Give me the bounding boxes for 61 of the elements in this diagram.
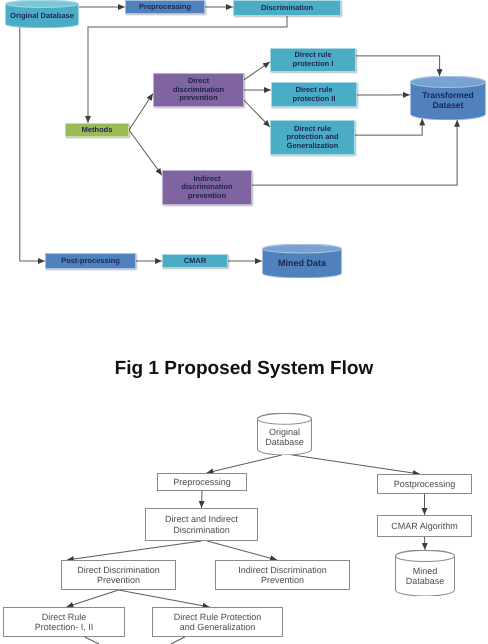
database-cylinder: [395, 550, 455, 596]
arrow: [85, 16, 288, 124]
arrow: [244, 100, 270, 128]
connector-line: [84, 636, 100, 644]
step-label: Transformed Dataset: [421, 91, 475, 111]
arrow: [78, 4, 126, 10]
step-label: Direct Rule Protection and Generalization: [172, 612, 262, 632]
database-cylinder: [257, 413, 312, 455]
database-cylinder: [410, 76, 486, 120]
process-box: [271, 82, 357, 107]
arrow: [128, 92, 154, 130]
arrow: [228, 258, 262, 264]
arrow: [118, 590, 210, 609]
arrow: [206, 540, 278, 562]
step-label: Indirect Discrimination Prevention: [237, 564, 328, 586]
arrow: [136, 258, 162, 264]
arrow: [356, 55, 443, 77]
arrow: [422, 536, 428, 550]
arrow: [244, 61, 270, 80]
connector-line: [170, 636, 186, 644]
process-box: [157, 473, 247, 491]
step-label: Preprocessing: [173, 476, 231, 488]
process-box: [215, 560, 350, 590]
step-label: Direct and Indirect Discrimination: [164, 514, 240, 535]
figure-caption: Fig 1 Proposed System Flow: [114, 358, 374, 380]
process-box: [270, 120, 355, 155]
step-label: CMAR Algorithm: [391, 520, 458, 532]
step-label: Original Database: [264, 426, 305, 448]
process-box: [153, 73, 244, 107]
process-box: [162, 254, 228, 268]
database-cylinder: [262, 244, 342, 278]
process-box: [3, 607, 125, 637]
process-box: [125, 0, 205, 14]
process-box: [377, 515, 472, 537]
arrow: [66, 590, 119, 608]
arrow: [252, 119, 460, 186]
arrow: [198, 490, 205, 508]
arrow: [66, 540, 202, 562]
arrow: [244, 87, 272, 93]
process-box: [152, 607, 283, 637]
arrow: [354, 118, 426, 136]
step-label: Postprocessing: [394, 478, 456, 490]
step-label: Mined Data: [278, 258, 326, 269]
step-label: Direct Rule Protection- I, II: [34, 612, 94, 632]
process-box: [162, 170, 252, 205]
process-box: [45, 253, 136, 269]
step-label: Mined Database: [404, 566, 446, 586]
process-box: [61, 560, 176, 590]
arrow: [19, 26, 46, 264]
process-box: [145, 508, 258, 541]
arrow: [422, 494, 428, 516]
arrow: [356, 92, 410, 98]
process-box: [65, 123, 129, 137]
process-box: [233, 0, 341, 16]
arrow: [206, 454, 282, 474]
process-box: [377, 474, 472, 494]
arrow: [204, 4, 234, 10]
database-cylinder: [5, 0, 79, 28]
step-label: Direct Discrimination Prevention: [76, 564, 161, 586]
arrow: [128, 130, 162, 176]
process-box: [270, 48, 356, 72]
